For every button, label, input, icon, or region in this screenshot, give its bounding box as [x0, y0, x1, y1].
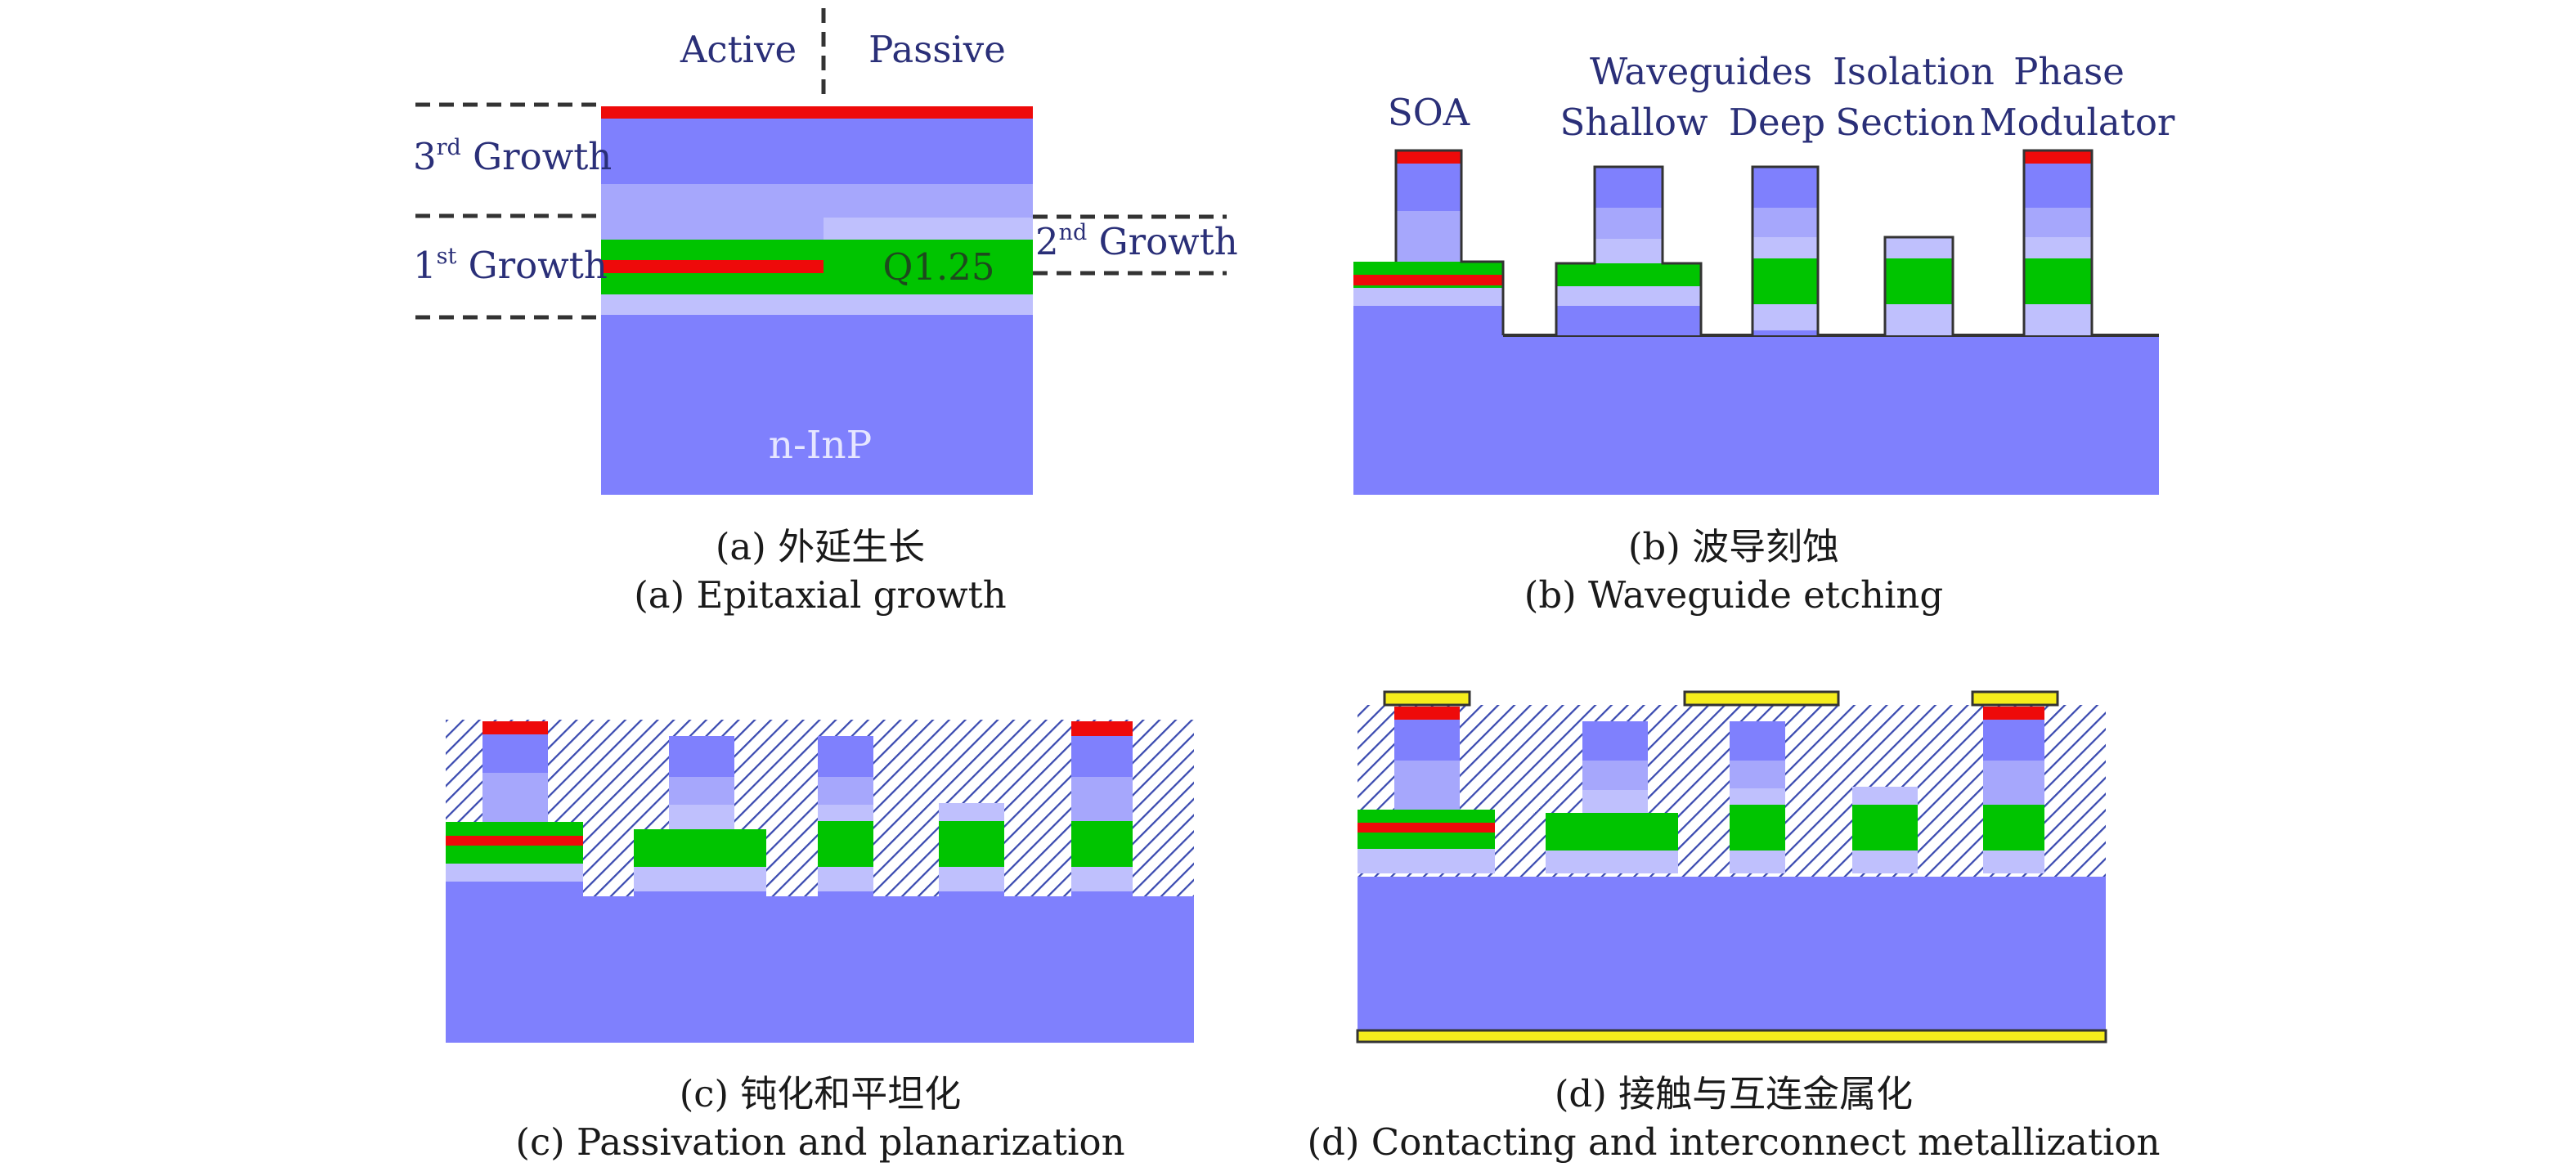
a-label-second-growth: 2nd Growth	[1035, 220, 1238, 263]
b-label-deep: Deep	[1729, 101, 1825, 144]
d-deep-waveguide	[1730, 721, 1785, 873]
panel-b-waveguide-etching: SOA Waveguides Shallow Deep Isolation Se…	[1353, 50, 2175, 617]
c-deep-waveguide	[818, 736, 873, 891]
a-third-growth	[601, 119, 1033, 184]
b-label-isolation: Isolation	[1833, 50, 1995, 93]
d-isolation-section	[1852, 787, 1918, 873]
d-shallow-waveguide	[1546, 721, 1678, 873]
b-label-section: Section	[1835, 101, 1975, 144]
b-label-phase: Phase	[2013, 50, 2125, 93]
a-label-q125: Q1.25	[882, 245, 994, 289]
d-metal-pad-phase	[1971, 690, 2059, 707]
d-caption-en: (d) Contacting and interconnect metalliz…	[1308, 1120, 2161, 1164]
b-substrate	[1353, 335, 2159, 495]
b-caption-en: (b) Waveguide etching	[1524, 573, 1943, 617]
d-metal-pad-soa	[1383, 690, 1471, 707]
c-caption-en: (c) Passivation and planarization	[515, 1120, 1124, 1164]
a-caption-en: (a) Epitaxial growth	[634, 573, 1007, 617]
d-phase-modulator	[1983, 707, 2044, 873]
c-substrate	[446, 891, 1194, 1043]
b-label-waveguides: Waveguides	[1590, 50, 1812, 93]
d-metal-backside	[1356, 1029, 2107, 1044]
a-contact-layer	[601, 106, 1033, 119]
b-isolation-section	[1883, 236, 1954, 335]
c-caption-cn: (c) 钝化和平坦化	[680, 1072, 962, 1115]
c-soa-structure	[446, 721, 583, 891]
b-label-shallow: Shallow	[1560, 101, 1708, 144]
a-label-third-growth: 3rd Growth	[413, 135, 612, 178]
b-soa-structure	[1353, 149, 1505, 335]
d-soa-structure	[1358, 707, 1495, 873]
a-second-growth-pale	[824, 218, 1033, 240]
a-cladding-light	[601, 294, 1033, 315]
d-metal-pad-center	[1683, 690, 1840, 707]
c-shallow-waveguide	[634, 736, 766, 891]
panel-a-epitaxial-growth: Active Passive 3rd Growth 1st Growth 2nd…	[413, 8, 1238, 617]
b-shallow-waveguide	[1555, 165, 1703, 335]
b-label-soa: SOA	[1388, 91, 1470, 134]
a-label-passive: Passive	[868, 28, 1006, 71]
d-substrate	[1358, 871, 2106, 1030]
b-phase-modulator	[2022, 149, 2094, 335]
a-label-first-growth: 1st Growth	[413, 244, 608, 287]
d-caption-cn: (d) 接触与互连金属化	[1555, 1072, 1913, 1115]
a-label-substrate: n-InP	[769, 423, 873, 468]
b-caption-cn: (b) 波导刻蚀	[1628, 525, 1839, 568]
c-phase-modulator	[1071, 721, 1133, 891]
panel-d-contacting-metallization: (d) 接触与互连金属化 (d) Contacting and intercon…	[1308, 690, 2161, 1164]
b-label-modulator: Modulator	[1980, 101, 2175, 144]
a-label-active: Active	[680, 28, 797, 71]
a-caption-cn: (a) 外延生长	[716, 525, 925, 568]
a-active-layer	[601, 260, 824, 273]
a-substrate	[601, 315, 1033, 495]
panel-c-passivation-planarization: (c) 钝化和平坦化 (c) Passivation and planariza…	[446, 720, 1194, 1164]
b-deep-waveguide	[1751, 165, 1820, 335]
c-isolation-section	[939, 803, 1004, 891]
